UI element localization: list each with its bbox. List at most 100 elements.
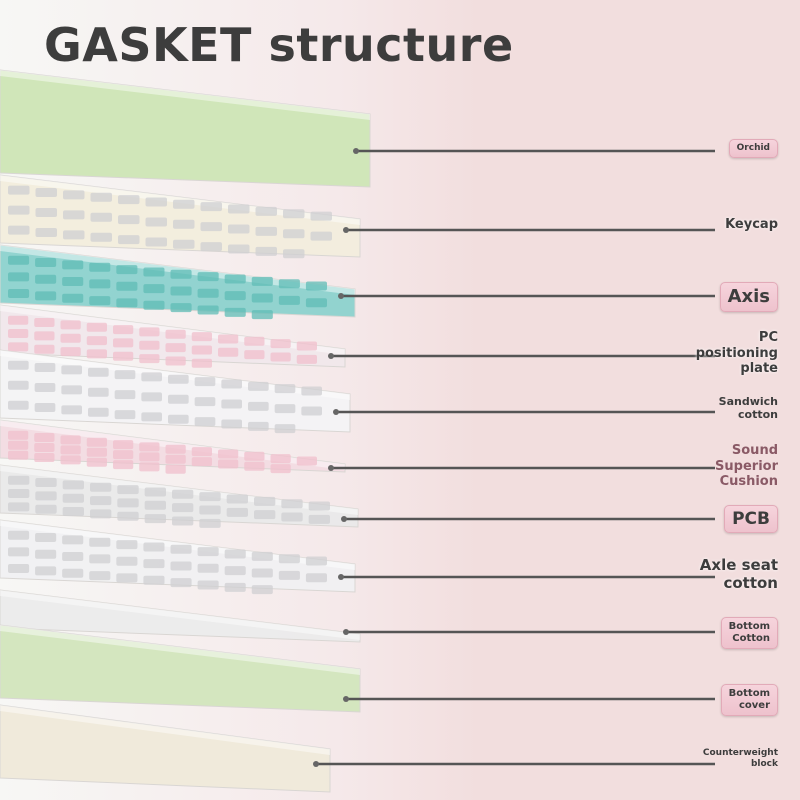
layer-keycap-key xyxy=(90,232,112,242)
layer-sound-key xyxy=(86,437,107,447)
layer-keycap-key xyxy=(228,244,250,254)
layer-axis-key xyxy=(251,276,273,286)
layer-sandwich-key xyxy=(8,400,29,410)
layer-pcb-key xyxy=(172,503,194,513)
layer-pcplate-key xyxy=(218,334,239,344)
layer-pcb-key xyxy=(144,500,166,510)
layer-keycap-key xyxy=(283,209,305,219)
layer-pcb-key xyxy=(117,498,139,508)
layer-sandwich-key xyxy=(194,397,216,407)
layer-keycap-key xyxy=(200,242,222,252)
layer-pcb-key xyxy=(144,487,166,497)
layer-pcb-key xyxy=(8,489,30,499)
leader-dot-keycap xyxy=(343,227,349,233)
layer-sound-key xyxy=(60,445,81,455)
layer-axis-key xyxy=(224,307,246,317)
layer-pcb-key xyxy=(90,509,112,519)
layer-sound-key xyxy=(34,453,55,463)
layer-keycap-key xyxy=(173,199,195,209)
layer-sound-key xyxy=(218,449,239,459)
layer-pcplate-key xyxy=(296,354,317,364)
layer-axle-key xyxy=(89,537,111,547)
layer-axis-key xyxy=(197,305,219,315)
layer-orchid-edge xyxy=(0,70,370,120)
layer-keycap-key xyxy=(35,208,57,218)
layer-sound-key xyxy=(191,457,212,467)
layer-keycap-key xyxy=(228,224,250,234)
layer-sound-key xyxy=(244,451,265,461)
layer-sound-key xyxy=(165,444,186,454)
leader-dot-weight xyxy=(313,761,319,767)
layer-pcplate-key xyxy=(8,342,29,352)
layer-sound-key xyxy=(165,464,186,474)
layer-sound-key xyxy=(191,447,212,457)
layer-keycap-key xyxy=(63,230,85,240)
layer-axle-key xyxy=(170,578,192,588)
layer-sandwich-key xyxy=(88,407,109,417)
layer-pcb-key xyxy=(62,480,84,490)
layer-pcb-key xyxy=(117,511,139,521)
layer-pcplate-key xyxy=(113,325,134,335)
layer-sandwich-key xyxy=(301,406,322,416)
layer-sound-key xyxy=(270,454,291,464)
layer-pcplate-key xyxy=(60,320,81,330)
layer-sandwich-key xyxy=(248,401,269,411)
layer-pcplate-key xyxy=(86,349,107,359)
layer-keycap-key xyxy=(283,249,305,259)
layer-pcplate-key xyxy=(165,356,186,366)
leader-dot-axis xyxy=(338,293,344,299)
layer-axis-key xyxy=(278,279,300,289)
layer-pcb-key xyxy=(62,507,84,517)
layer-sound-key xyxy=(8,440,29,450)
layer-axis-key xyxy=(251,293,273,303)
layer-axis-key xyxy=(62,260,84,270)
layer-axis-key xyxy=(224,291,246,301)
layer-pcb-key xyxy=(199,505,221,515)
leader-dot-bottomc xyxy=(343,629,349,635)
layer-keycap-key xyxy=(200,202,222,212)
layer-pcplate-key xyxy=(8,315,29,325)
layer-keycap-key xyxy=(118,215,140,225)
layer-axle-key xyxy=(251,568,273,578)
layer-axle-key xyxy=(116,573,138,583)
layer-sandwich-key xyxy=(34,403,56,413)
layer-sandwich-key xyxy=(88,387,109,397)
layer-keycap-key xyxy=(310,231,332,241)
layer-sandwich-key xyxy=(194,417,216,427)
layer-sound-key xyxy=(165,454,186,464)
layer-pcb-key xyxy=(90,496,112,506)
layer-axis-key xyxy=(35,258,57,268)
layer-axle-key xyxy=(89,571,111,581)
layer-sound-key xyxy=(139,452,160,462)
layer-pcb-key xyxy=(90,482,112,492)
layer-sandwich-key xyxy=(221,399,242,409)
layer-axle-key xyxy=(224,566,246,576)
layer-sandwich-key xyxy=(8,360,29,370)
layer-pcplate-key xyxy=(296,341,317,351)
layer-axis-key xyxy=(278,295,300,305)
layer-sandwich-key xyxy=(168,374,189,384)
layer-sound-key xyxy=(8,450,29,460)
layer-axis-key xyxy=(116,281,138,291)
layer-axis-key xyxy=(143,300,165,310)
layer-keycap-key xyxy=(90,212,112,222)
layer-pcb-key xyxy=(226,507,248,517)
layer-axle-key xyxy=(89,554,111,564)
layer-axle-key xyxy=(170,561,192,571)
layer-axle-key xyxy=(35,549,57,559)
layer-pcplate-key xyxy=(165,343,186,353)
layer-axle-key xyxy=(8,547,30,557)
layer-axis-key xyxy=(62,277,84,287)
layer-axis-key xyxy=(35,291,57,301)
layer-sound-key xyxy=(139,442,160,452)
leader-dot-sound xyxy=(328,465,334,471)
layer-pcplate-key xyxy=(270,352,291,362)
layer-pcb-key xyxy=(144,514,166,524)
layer-axis-key xyxy=(197,272,219,282)
layer-pcb-key xyxy=(172,516,194,526)
layer-cover-edge xyxy=(0,625,360,675)
layer-pcb-key xyxy=(281,499,303,509)
layer-axis-key xyxy=(35,274,57,284)
